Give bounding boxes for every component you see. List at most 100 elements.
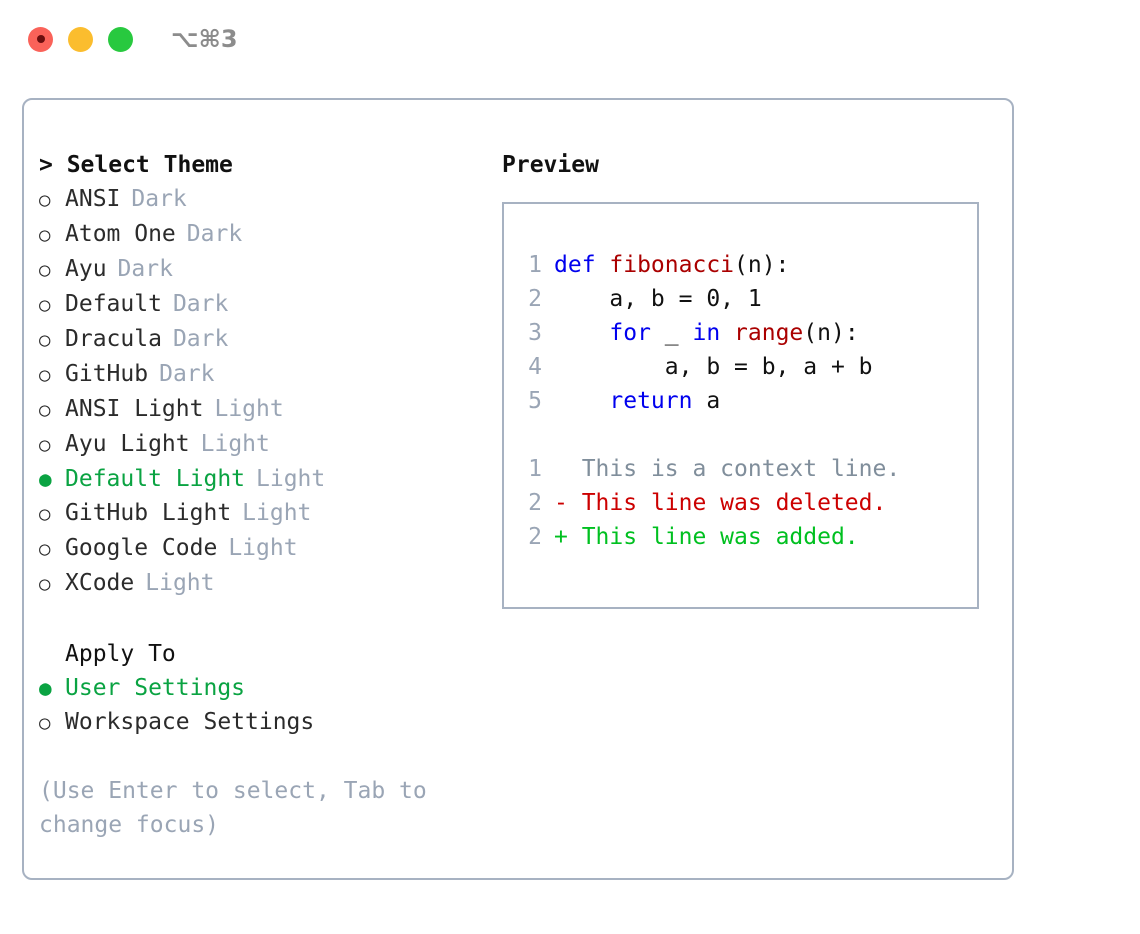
theme-option-tag: Light [256,466,326,492]
theme-list-header: > Select Theme [39,152,233,178]
radio-unselected-icon: ○ [39,434,51,456]
diff-text: This line was deleted. [581,490,887,516]
code-token: _ [650,320,693,346]
diff-line-ctx: 1 This is a context line. [520,452,977,486]
preview-title: Preview [502,152,599,178]
theme-option-tag: Dark [186,221,243,247]
code-token: a, b = b, a + b [554,354,873,380]
code-token: a, b = 0, 1 [554,286,762,312]
diff-line-del: 2- This line was deleted. [520,486,977,520]
theme-option-tag: Dark [172,291,229,317]
theme-option-tag: Light [214,396,284,422]
theme-option-label: ANSI Light [65,396,204,422]
radio-unselected-icon: ○ [39,503,51,525]
apply-to-option-label: Workspace Settings [65,709,315,735]
code-token: a [692,388,721,414]
theme-option-tag: Light [228,535,298,561]
line-number: 3 [528,320,542,346]
line-number: 2 [528,490,542,516]
line-number: 1 [528,456,542,482]
code-line: 5 return a [520,384,977,418]
theme-option-tag: Light [200,431,270,457]
shortcut-label: ⌥⌘3 [171,25,238,53]
diff-line-add: 2 + This line was added. [520,520,977,554]
code-token [554,384,609,418]
theme-option-label: Dracula [65,326,162,352]
theme-option-github[interactable]: ○ GitHub Dark [39,357,489,392]
theme-option-google-code[interactable]: ○ Google Code Light [39,531,489,566]
diff-preview: 1 This is a context line.2- This line wa… [520,452,977,554]
code-token: range [734,320,804,346]
code-token [720,316,734,350]
diff-text: This line was added. [581,524,859,550]
theme-option-tag: Dark [172,326,229,352]
code-line: 4 a, b = b, a + b [520,350,977,384]
theme-option-label: Google Code [65,535,218,561]
code-line: 3 for _ in range(n): [520,316,977,350]
apply-to-title: Apply To [65,641,176,667]
apply-to-list: ● User Settings ○Workspace Settings [39,671,489,740]
theme-option-tag: Dark [159,361,215,387]
radio-unselected-icon: ○ [39,364,51,386]
code-token: return [609,388,693,414]
theme-option-tag: Dark [131,186,187,212]
window-controls [28,26,133,52]
diff-marker [554,452,582,486]
diff-marker: - [554,490,582,516]
radio-selected-icon: ● [39,676,52,700]
line-number: 5 [528,388,542,414]
theme-option-tag: Light [242,500,312,526]
title-bar: ⌥⌘3 [0,0,1140,78]
line-number: 4 [528,354,542,380]
line-number: 2 [528,524,542,550]
theme-option-label: Default [65,291,162,317]
theme-option-label: XCode [65,570,135,596]
apply-to-option-workspace-settings[interactable]: ○Workspace Settings [39,705,489,740]
apply-to-option-user-settings[interactable]: ● User Settings [39,671,489,705]
theme-option-label: ANSI [65,186,121,212]
line-number: 2 [528,286,542,312]
radio-selected-icon: ● [39,467,52,491]
theme-option-default-light[interactable]: ● Default Light Light [39,462,489,496]
theme-option-ayu-light[interactable]: ○ Ayu Light Light [39,427,489,462]
theme-option-xcode[interactable]: ○ XCode Light [39,566,489,601]
code-line: 2 a, b = 0, 1 [520,282,977,316]
theme-option-default[interactable]: ○ Default Dark [39,287,489,322]
theme-option-label: Atom One [65,221,176,247]
code-diff-spacer [520,418,977,452]
radio-unselected-icon: ○ [39,573,51,595]
recording-dot-icon [36,35,45,43]
diff-text: This is a context line. [581,456,901,482]
radio-unselected-icon: ○ [39,538,51,560]
apply-to-option-label: User Settings [65,675,246,701]
zoom-button[interactable] [108,26,133,52]
theme-option-label: Default Light [65,466,246,492]
radio-unselected-icon: ○ [39,399,51,421]
theme-option-label: Ayu Light [65,431,190,457]
theme-option-ansi[interactable]: ○ ANSI Dark [39,182,489,217]
theme-option-label: GitHub [65,361,149,387]
code-token: def [554,252,610,278]
minimize-button[interactable] [68,26,93,52]
theme-option-tag: Dark [117,256,173,282]
diff-marker: + [554,524,582,550]
radio-unselected-icon: ○ [39,294,51,316]
theme-option-ansi-light[interactable]: ○ ANSI Light Light [39,392,489,427]
section-spacer [39,601,489,637]
radio-unselected-icon: ○ [39,189,51,211]
theme-option-tag: Light [145,570,215,596]
code-token: (n): [734,252,790,278]
code-token [554,316,609,350]
close-button[interactable] [28,26,53,52]
theme-option-label: Ayu [65,256,107,282]
code-token: (n): [803,320,859,346]
